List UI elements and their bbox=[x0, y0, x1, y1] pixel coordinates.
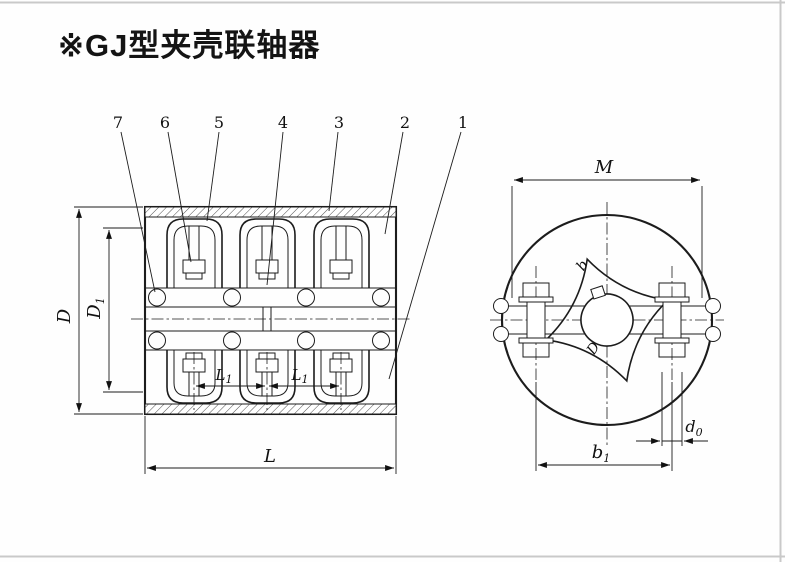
callout-7-leader bbox=[120, 131, 156, 293]
part-callouts: 7 6 5 4 3 bbox=[113, 113, 468, 380]
pocket-bolt-upper-1 bbox=[182, 226, 206, 280]
dim-D-label: D bbox=[54, 308, 75, 324]
label-b: b bbox=[574, 257, 592, 274]
upper-pocket-3-inner bbox=[320, 225, 363, 288]
bolt-nut-bottom bbox=[658, 342, 686, 358]
bolt-washer-top bbox=[518, 296, 554, 303]
callout-3-number: 3 bbox=[334, 113, 344, 132]
shaft-bore bbox=[580, 293, 634, 347]
bolt-washer bbox=[332, 272, 350, 280]
upper-pocket-1 bbox=[166, 218, 223, 288]
shell-top-wall bbox=[144, 206, 397, 218]
callout-4-number: 4 bbox=[278, 113, 288, 132]
lug-left-bottom bbox=[493, 326, 509, 342]
lug-right-bottom bbox=[705, 326, 721, 342]
side-view-shell bbox=[131, 205, 410, 416]
upper-pocket-1-inner bbox=[173, 225, 216, 288]
callout-6: 6 bbox=[160, 113, 192, 263]
hub-profile bbox=[544, 257, 670, 383]
dim-b1-label: b1 bbox=[592, 442, 611, 465]
lug-right-top bbox=[705, 298, 721, 314]
lower-pocket-2 bbox=[239, 350, 296, 404]
callout-7-number: 7 bbox=[113, 113, 123, 132]
lug-left-top bbox=[493, 298, 509, 314]
dim-M: M bbox=[511, 157, 703, 298]
pocket-bolt-upper-2 bbox=[255, 226, 279, 280]
dim-D1: D1 bbox=[84, 227, 143, 393]
bolt-washer-bottom bbox=[654, 337, 690, 344]
dim-D1-label: D1 bbox=[84, 297, 107, 319]
upper-pocket-2-inner bbox=[246, 225, 289, 288]
upper-pockets bbox=[166, 218, 370, 288]
bolt-head bbox=[329, 259, 353, 274]
bolt-washer-top bbox=[654, 296, 690, 303]
dim-L: L bbox=[144, 416, 397, 474]
split-lugs bbox=[493, 298, 721, 342]
upper-pocket-3 bbox=[313, 218, 370, 288]
keyway bbox=[590, 285, 606, 300]
end-view: b D bbox=[490, 157, 724, 471]
dim-b1: b1 bbox=[535, 382, 673, 471]
bolt-washer-bottom bbox=[518, 337, 554, 344]
dim-L1-label-b: L1 bbox=[291, 366, 309, 386]
dim-L1-label-a: L1 bbox=[215, 366, 233, 386]
callout-6-leader bbox=[167, 131, 192, 263]
callout-3: 3 bbox=[328, 113, 344, 212]
bolt-head bbox=[255, 259, 279, 274]
bolt-washer bbox=[185, 272, 203, 280]
bolt-shank bbox=[662, 301, 682, 339]
callout-5-number: 5 bbox=[214, 113, 224, 132]
dim-L-label: L bbox=[263, 446, 276, 467]
callout-5: 5 bbox=[206, 113, 224, 222]
callout-4-leader bbox=[266, 131, 284, 286]
bolt-shank bbox=[526, 301, 546, 339]
dim-M-label: M bbox=[594, 157, 614, 178]
side-view: 7 6 5 4 3 bbox=[54, 113, 468, 474]
lower-pockets bbox=[166, 350, 370, 404]
callout-2-number: 2 bbox=[400, 113, 410, 132]
clamp-bolt-sections bbox=[148, 288, 390, 350]
callout-1: 1 bbox=[388, 113, 468, 380]
upper-pocket-2 bbox=[239, 218, 296, 288]
callout-2-leader bbox=[384, 131, 404, 235]
callout-7: 7 bbox=[113, 113, 156, 293]
page-title: ※GJ型夹壳联轴器 bbox=[58, 28, 321, 63]
clamp-bolt-left bbox=[518, 266, 554, 380]
dim-d0-label: d0 bbox=[685, 417, 702, 439]
callout-3-leader bbox=[328, 131, 339, 212]
clamp-bolt-right bbox=[654, 266, 690, 380]
callout-2: 2 bbox=[384, 113, 410, 235]
bolt-head bbox=[182, 259, 206, 274]
dim-d0: d0 bbox=[636, 372, 708, 446]
dim-L1: L1 L1 bbox=[193, 352, 342, 410]
shell-bottom-wall bbox=[144, 403, 397, 415]
callout-6-number: 6 bbox=[160, 113, 170, 132]
dim-D: D bbox=[54, 206, 143, 415]
lower-pocket-1 bbox=[166, 350, 223, 404]
bolt-nut-bottom bbox=[522, 342, 550, 358]
pocket-bolt-upper-3 bbox=[329, 226, 353, 280]
lower-pocket-3 bbox=[313, 350, 370, 404]
callout-5-leader bbox=[206, 131, 220, 222]
bolt-washer bbox=[258, 272, 276, 280]
pocket-bolt-lower-1 bbox=[182, 352, 206, 396]
callout-1-leader bbox=[388, 131, 462, 380]
callout-1-number: 1 bbox=[458, 113, 468, 132]
callout-4: 4 bbox=[266, 113, 288, 286]
hub bbox=[544, 257, 670, 383]
